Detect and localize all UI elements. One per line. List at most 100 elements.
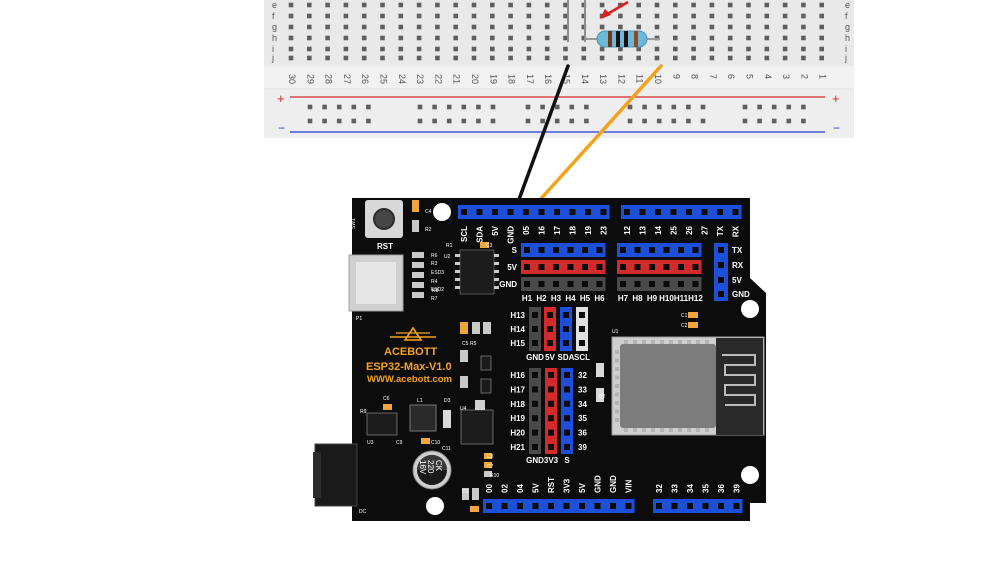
breadboard-hole[interactable] [453,55,458,61]
header-pin[interactable] [564,386,570,393]
rail-hole[interactable] [476,118,481,124]
header-pin[interactable] [548,503,554,509]
breadboard-hole[interactable] [599,55,605,61]
rail-hole[interactable] [322,118,327,124]
breadboard-hole[interactable] [801,24,806,30]
breadboard-hole[interactable] [746,2,751,8]
breadboard-hole[interactable] [727,24,733,30]
breadboard-hole[interactable] [361,13,367,19]
breadboard-hole[interactable] [819,55,824,61]
header-pin[interactable] [547,340,553,346]
breadboard-hole[interactable] [581,2,587,8]
rail-hole[interactable] [671,118,677,124]
header-pin[interactable] [732,209,739,215]
breadboard-hole[interactable] [727,13,733,19]
rail-hole[interactable] [554,104,560,110]
rail-hole[interactable] [490,104,496,110]
breadboard-hole[interactable] [361,35,367,41]
rail-hole[interactable] [432,104,437,110]
breadboard-hole[interactable] [526,24,532,30]
rail-hole[interactable] [490,118,496,124]
breadboard-hole[interactable] [764,46,770,52]
breadboard-hole[interactable] [435,46,440,52]
breadboard-hole[interactable] [563,55,568,61]
header-pin[interactable] [548,429,554,436]
breadboard-hole[interactable] [508,13,513,19]
breadboard-hole[interactable] [691,46,696,52]
breadboard-hole[interactable] [764,55,770,61]
header-pin[interactable] [671,503,678,509]
breadboard-hole[interactable] [819,2,824,8]
breadboard-hole[interactable] [435,55,440,61]
header-pin[interactable] [554,209,560,215]
header-pin[interactable] [532,326,538,332]
breadboard-hole[interactable] [709,2,715,8]
header-pin[interactable] [663,281,670,287]
header-pin[interactable] [567,264,574,270]
breadboard-hole[interactable] [654,46,660,52]
breadboard-hole[interactable] [526,35,532,41]
breadboard-hole[interactable] [618,24,623,30]
header-pin[interactable] [585,209,591,215]
header-pin[interactable] [486,503,492,509]
header-pin[interactable] [579,503,585,509]
header-pin[interactable] [649,281,655,287]
breadboard-hole[interactable] [307,13,312,19]
header-pin[interactable] [600,209,607,215]
breadboard-hole[interactable] [727,46,733,52]
rail-hole[interactable] [336,104,342,110]
breadboard-hole[interactable] [764,13,770,19]
breadboard-hole[interactable] [691,55,696,61]
breadboard-hole[interactable] [673,24,678,30]
breadboard-hole[interactable] [325,13,330,19]
rail-hole[interactable] [540,104,545,110]
rail-hole[interactable] [525,104,531,110]
breadboard-hole[interactable] [325,35,330,41]
breadboard-hole[interactable] [673,46,678,52]
breadboard-hole[interactable] [673,55,678,61]
header-pin[interactable] [610,503,616,509]
breadboard-hole[interactable] [343,35,349,41]
rail-hole[interactable] [554,118,560,124]
header-pin[interactable] [634,247,641,253]
header-pin[interactable] [596,264,603,270]
header-pin[interactable] [538,209,545,215]
header-pin[interactable] [564,444,570,450]
header-pin[interactable] [532,444,538,450]
breadboard-hole[interactable] [288,13,294,19]
breadboard-hole[interactable] [453,24,458,30]
rail-hole[interactable] [642,104,647,110]
breadboard-hole[interactable] [563,46,568,52]
rail-hole[interactable] [801,104,806,110]
breadboard-hole[interactable] [508,46,513,52]
breadboard-hole[interactable] [673,13,678,19]
breadboard-hole[interactable] [636,13,641,19]
breadboard-hole[interactable] [581,35,587,41]
breadboard-hole[interactable] [746,35,751,41]
rail-hole[interactable] [627,104,633,110]
breadboard-hole[interactable] [599,2,605,8]
header-pin[interactable] [624,209,630,215]
breadboard-hole[interactable] [343,13,349,19]
header-pin[interactable] [656,503,662,509]
rail-hole[interactable] [742,118,748,124]
rail-hole[interactable] [366,118,371,124]
breadboard-hole[interactable] [709,35,715,41]
breadboard-hole[interactable] [416,2,422,8]
breadboard-hole[interactable] [801,13,806,19]
header-pin[interactable] [532,386,538,393]
breadboard-hole[interactable] [819,13,824,19]
header-pin[interactable] [639,209,646,215]
breadboard-hole[interactable] [801,2,806,8]
header-pin[interactable] [567,247,574,253]
breadboard-hole[interactable] [691,24,696,30]
rail-hole[interactable] [336,118,342,124]
breadboard-hole[interactable] [563,2,568,8]
rail-hole[interactable] [757,104,762,110]
breadboard-hole[interactable] [544,46,550,52]
header-pin[interactable] [687,503,693,509]
rail-hole[interactable] [801,118,806,124]
rail-hole[interactable] [786,104,792,110]
breadboard-hole[interactable] [673,2,678,8]
rail-hole[interactable] [417,104,423,110]
